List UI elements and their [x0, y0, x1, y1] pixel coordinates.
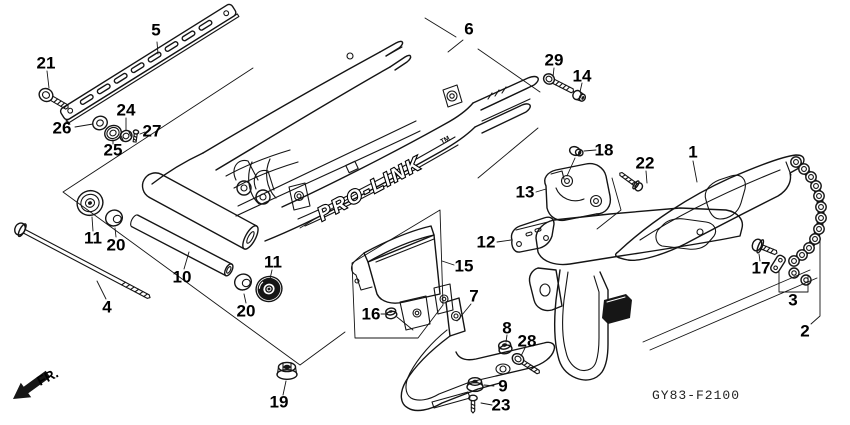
- part-callout-18: 18: [594, 140, 614, 160]
- diagram-code: GY83-F2100: [652, 388, 741, 403]
- leader-line-13: [535, 188, 547, 193]
- part-callout-7: 7: [469, 286, 479, 306]
- master-link-set: [770, 254, 812, 286]
- part-callout-9: 9: [498, 376, 508, 396]
- pivot-bushing-right: [233, 273, 253, 291]
- leader-line-26: [74, 123, 94, 128]
- part-callout-17: 17: [751, 258, 771, 278]
- leader-line-27: [139, 131, 146, 135]
- callout-leader-lines: [46, 39, 761, 406]
- chain-guide-plate: [350, 225, 454, 331]
- leader-line-11: [91, 216, 94, 232]
- part-callout-22: 22: [635, 153, 655, 173]
- flange-bolt-29: [542, 73, 575, 94]
- leader-line-5: [156, 41, 159, 55]
- brace-strap: [59, 3, 240, 124]
- pin-screw-27: [132, 129, 140, 143]
- leader-line-8: [505, 334, 508, 343]
- slider-screw-23: [468, 394, 478, 414]
- leader-line-6: [447, 39, 464, 53]
- leader-line-23: [480, 402, 493, 406]
- part-callout-20: 20: [236, 301, 256, 321]
- leader-line-17: [758, 253, 761, 262]
- leader-line-10: [183, 251, 190, 270]
- part-callout-15: 15: [454, 256, 474, 276]
- part-callout-21: 21: [36, 53, 56, 73]
- chain-bracket-line: [810, 239, 821, 325]
- part-callout-6: 6: [464, 19, 474, 39]
- phantom-frame-lines: [62, 17, 818, 366]
- slider-nut-8: [497, 340, 513, 355]
- front-direction-arrow: FR.: [13, 365, 61, 399]
- leader-line-15: [441, 260, 455, 266]
- part-callout-14: 14: [572, 66, 592, 86]
- chain-case-bracket: [528, 207, 744, 381]
- washer-26: [92, 115, 108, 131]
- leader-line-20: [243, 293, 247, 304]
- master-link-bracket-line: [778, 271, 809, 293]
- leader-line-1: [692, 160, 698, 183]
- leader-line-20: [114, 227, 117, 238]
- part-callout-8: 8: [502, 318, 512, 338]
- hose-clamp-bracket: [544, 162, 612, 222]
- part-callout-28: 28: [517, 331, 537, 351]
- part-callout-2: 2: [800, 321, 810, 341]
- part-callout-1: 1: [688, 142, 698, 162]
- leader-line-19: [282, 380, 287, 396]
- part-callout-10: 10: [172, 267, 192, 287]
- drive-chain: [788, 156, 827, 267]
- part-callout-29: 29: [544, 50, 564, 70]
- chain-slider: [400, 297, 556, 412]
- adjuster-bolt: [38, 87, 69, 110]
- part-callout-25: 25: [103, 140, 123, 160]
- leader-line-11: [269, 269, 273, 280]
- part-callout-12: 12: [476, 232, 496, 252]
- leader-line-21: [46, 70, 50, 89]
- nut-24: [119, 129, 133, 143]
- cap-nut-14: [572, 89, 587, 102]
- axle-flange-nut: [276, 361, 298, 381]
- washer-25: [104, 124, 122, 142]
- leader-line-22: [645, 170, 648, 184]
- part-callout-24: 24: [116, 100, 136, 120]
- part-callout-4: 4: [102, 297, 112, 317]
- part-callout-27: 27: [142, 121, 162, 141]
- hose-guide-block: [510, 216, 555, 253]
- part-callout-26: 26: [52, 118, 72, 138]
- leader-line-29: [552, 67, 555, 78]
- chain-case: [614, 154, 805, 261]
- swingarm-brand-tm: TM: [439, 135, 451, 146]
- pivot-bearing-left: [76, 189, 104, 217]
- pivot-bearing-right: [255, 275, 283, 303]
- collar-nut-18: [568, 145, 584, 157]
- case-bolt-17: [751, 238, 778, 256]
- slider-bolt-28: [511, 352, 540, 375]
- swingarm: PRO-LINK TM: [141, 40, 539, 250]
- part-callout-19: 19: [269, 392, 289, 412]
- part-callout-11: 11: [84, 228, 102, 248]
- part-callout-20: 20: [106, 235, 126, 255]
- leader-line-28: [520, 347, 526, 357]
- part-callout-13: 13: [515, 182, 535, 202]
- tapping-screw-22: [619, 171, 644, 192]
- pivot-bushing-left: [104, 209, 124, 227]
- part-callout-5: 5: [151, 20, 161, 40]
- pivot-collar: [130, 214, 234, 277]
- part-callout-16: 16: [361, 304, 381, 324]
- part-callout-3: 3: [788, 290, 798, 310]
- nut-16-alignment-line: [396, 316, 414, 331]
- slider-nut-9: [466, 376, 484, 393]
- leader-line-18: [583, 149, 597, 152]
- leader-line-12: [496, 239, 512, 243]
- leader-line-14: [579, 82, 583, 93]
- leader-line-7: [456, 303, 472, 322]
- part-callout-11: 11: [264, 252, 282, 272]
- leader-line-9: [483, 384, 495, 387]
- pivot-bolt: [14, 222, 151, 299]
- guide-nut-16: [385, 307, 398, 320]
- leader-line-4: [96, 280, 107, 300]
- part-callout-23: 23: [491, 395, 511, 415]
